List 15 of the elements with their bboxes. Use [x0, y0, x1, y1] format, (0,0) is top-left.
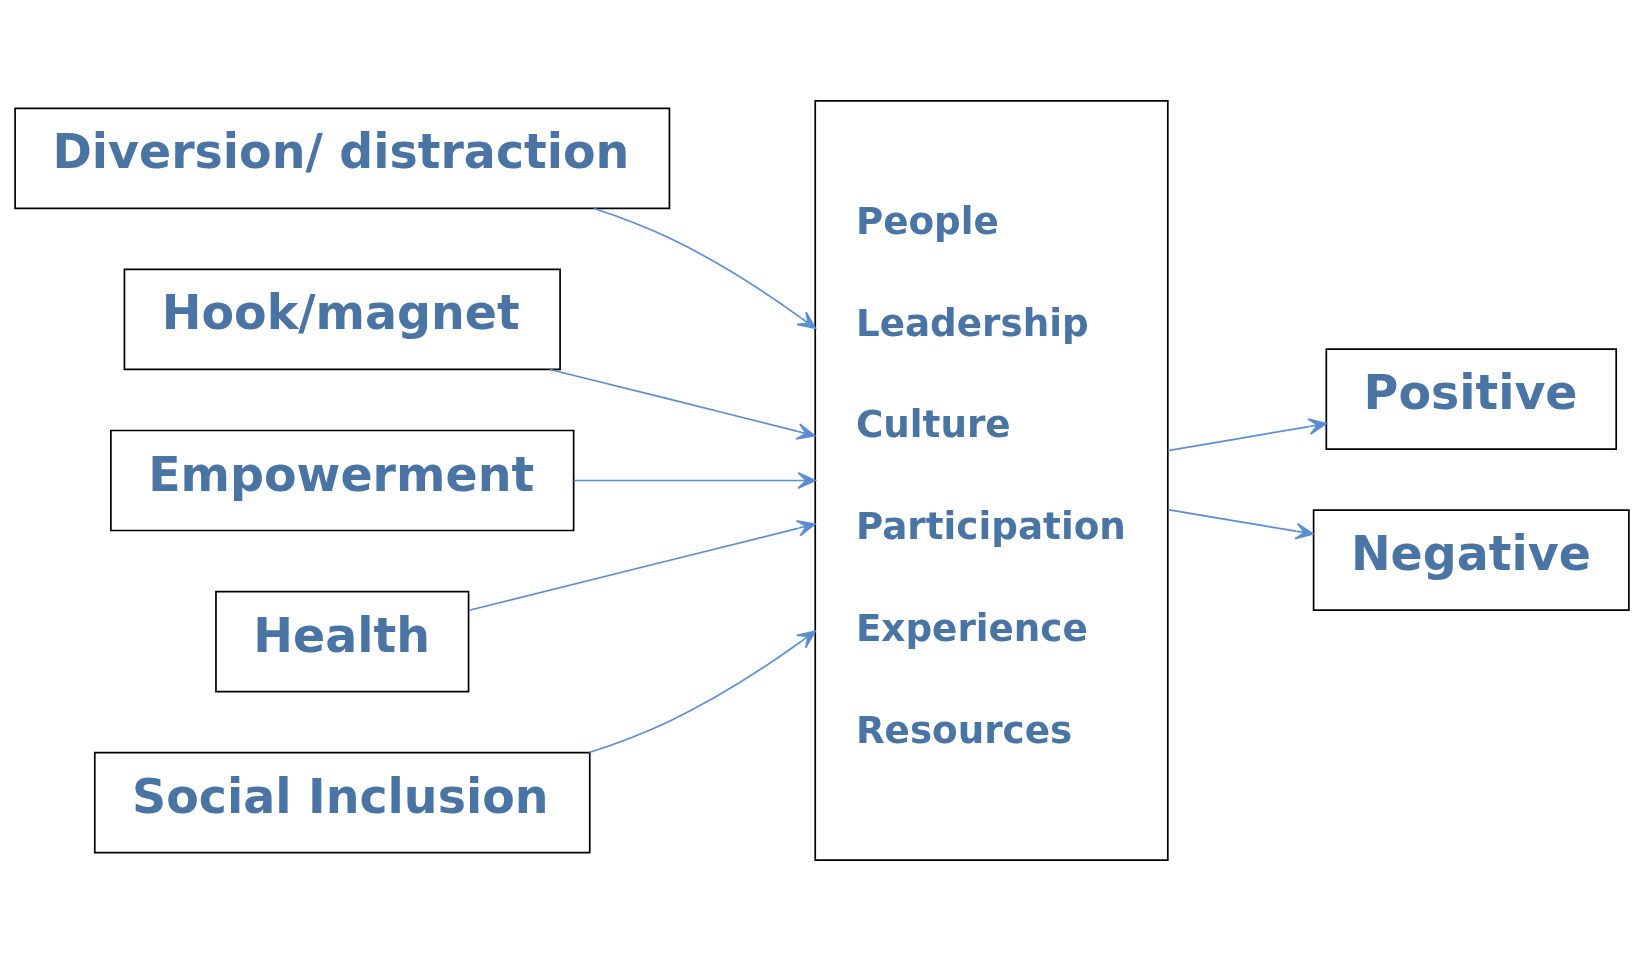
node-box: People Leadership Culture Participation Experience Resources: [814, 99, 1169, 862]
arrow: [548, 368, 816, 440]
arrow: [573, 472, 816, 489]
arrow: [588, 630, 816, 754]
node-box: Negative: [1312, 509, 1630, 612]
node-box: Health: [215, 590, 470, 693]
node-box: Positive: [1325, 348, 1618, 450]
arrow: [593, 207, 817, 330]
node-box: Social Inclusion: [93, 751, 591, 854]
arrow: [468, 520, 816, 612]
node-box: Empowerment: [110, 429, 575, 532]
arrow: [1167, 418, 1327, 452]
node-box: Hook/magnet: [123, 268, 561, 371]
arrow: [1167, 508, 1314, 540]
node-box: Diversion/ distraction: [14, 107, 671, 210]
